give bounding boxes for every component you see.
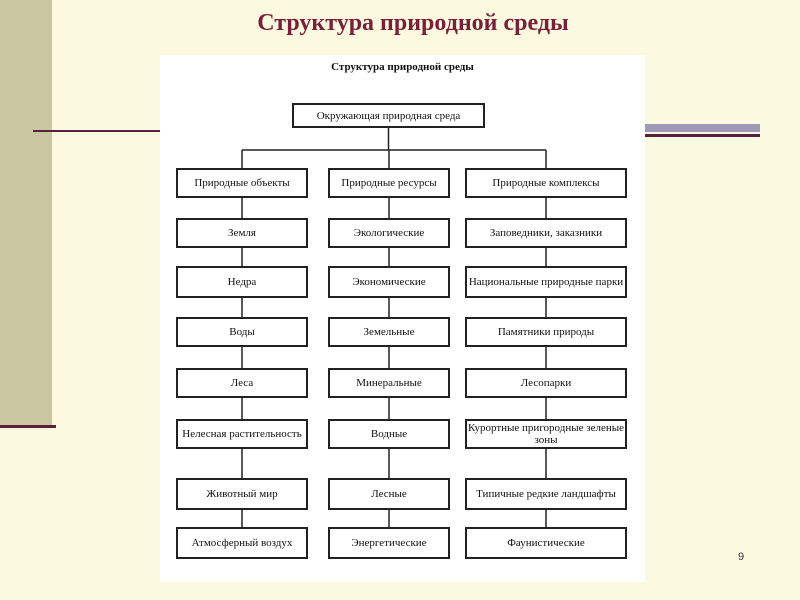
column-1-item: Воды [176,317,308,347]
column-1-item: Атмосферный воздух [176,527,308,559]
column-3-item: Заповедники, заказники [465,218,627,248]
slide-side-bar [0,0,52,428]
column-2-header: Природные ресурсы [328,168,450,198]
column-1-header: Природные объекты [176,168,308,198]
column-2-item: Водные [328,419,450,449]
diagram-title: Структура природной среды [331,61,474,73]
column-2-item: Экономические [328,266,450,298]
column-1-item: Леса [176,368,308,398]
column-2-item: Лесные [328,478,450,510]
column-1-item: Земля [176,218,308,248]
decor-line-right [640,134,760,137]
column-3-item: Типичные редкие ландшафты [465,478,627,510]
column-3-item: Лесопарки [465,368,627,398]
page-number: 9 [738,551,745,563]
diagram-root-node: Окружающая природная среда [292,103,485,128]
decor-line-right-band [640,124,760,132]
column-3-item: Курортные пригородные зеленые зоны [465,419,627,449]
column-3-item: Национальные природные парки [465,266,627,298]
decor-line-left [33,130,163,132]
column-1-item: Животный мир [176,478,308,510]
slide-title: Структура природной среды [257,10,569,36]
diagram-connectors [241,128,547,527]
column-1-item: Нелесная растительность [176,419,308,449]
column-3-header: Природные комплексы [465,168,627,198]
column-1-item: Недра [176,266,308,298]
column-2-item: Энергетические [328,527,450,559]
side-bar-underline [0,425,56,428]
column-2-item: Экологические [328,218,450,248]
column-3-item: Фаунистические [465,527,627,559]
diagram-image: Структура природной среды Окружающая при… [160,55,645,582]
column-3-item: Памятники природы [465,317,627,347]
column-2-item: Земельные [328,317,450,347]
column-2-item: Минеральные [328,368,450,398]
